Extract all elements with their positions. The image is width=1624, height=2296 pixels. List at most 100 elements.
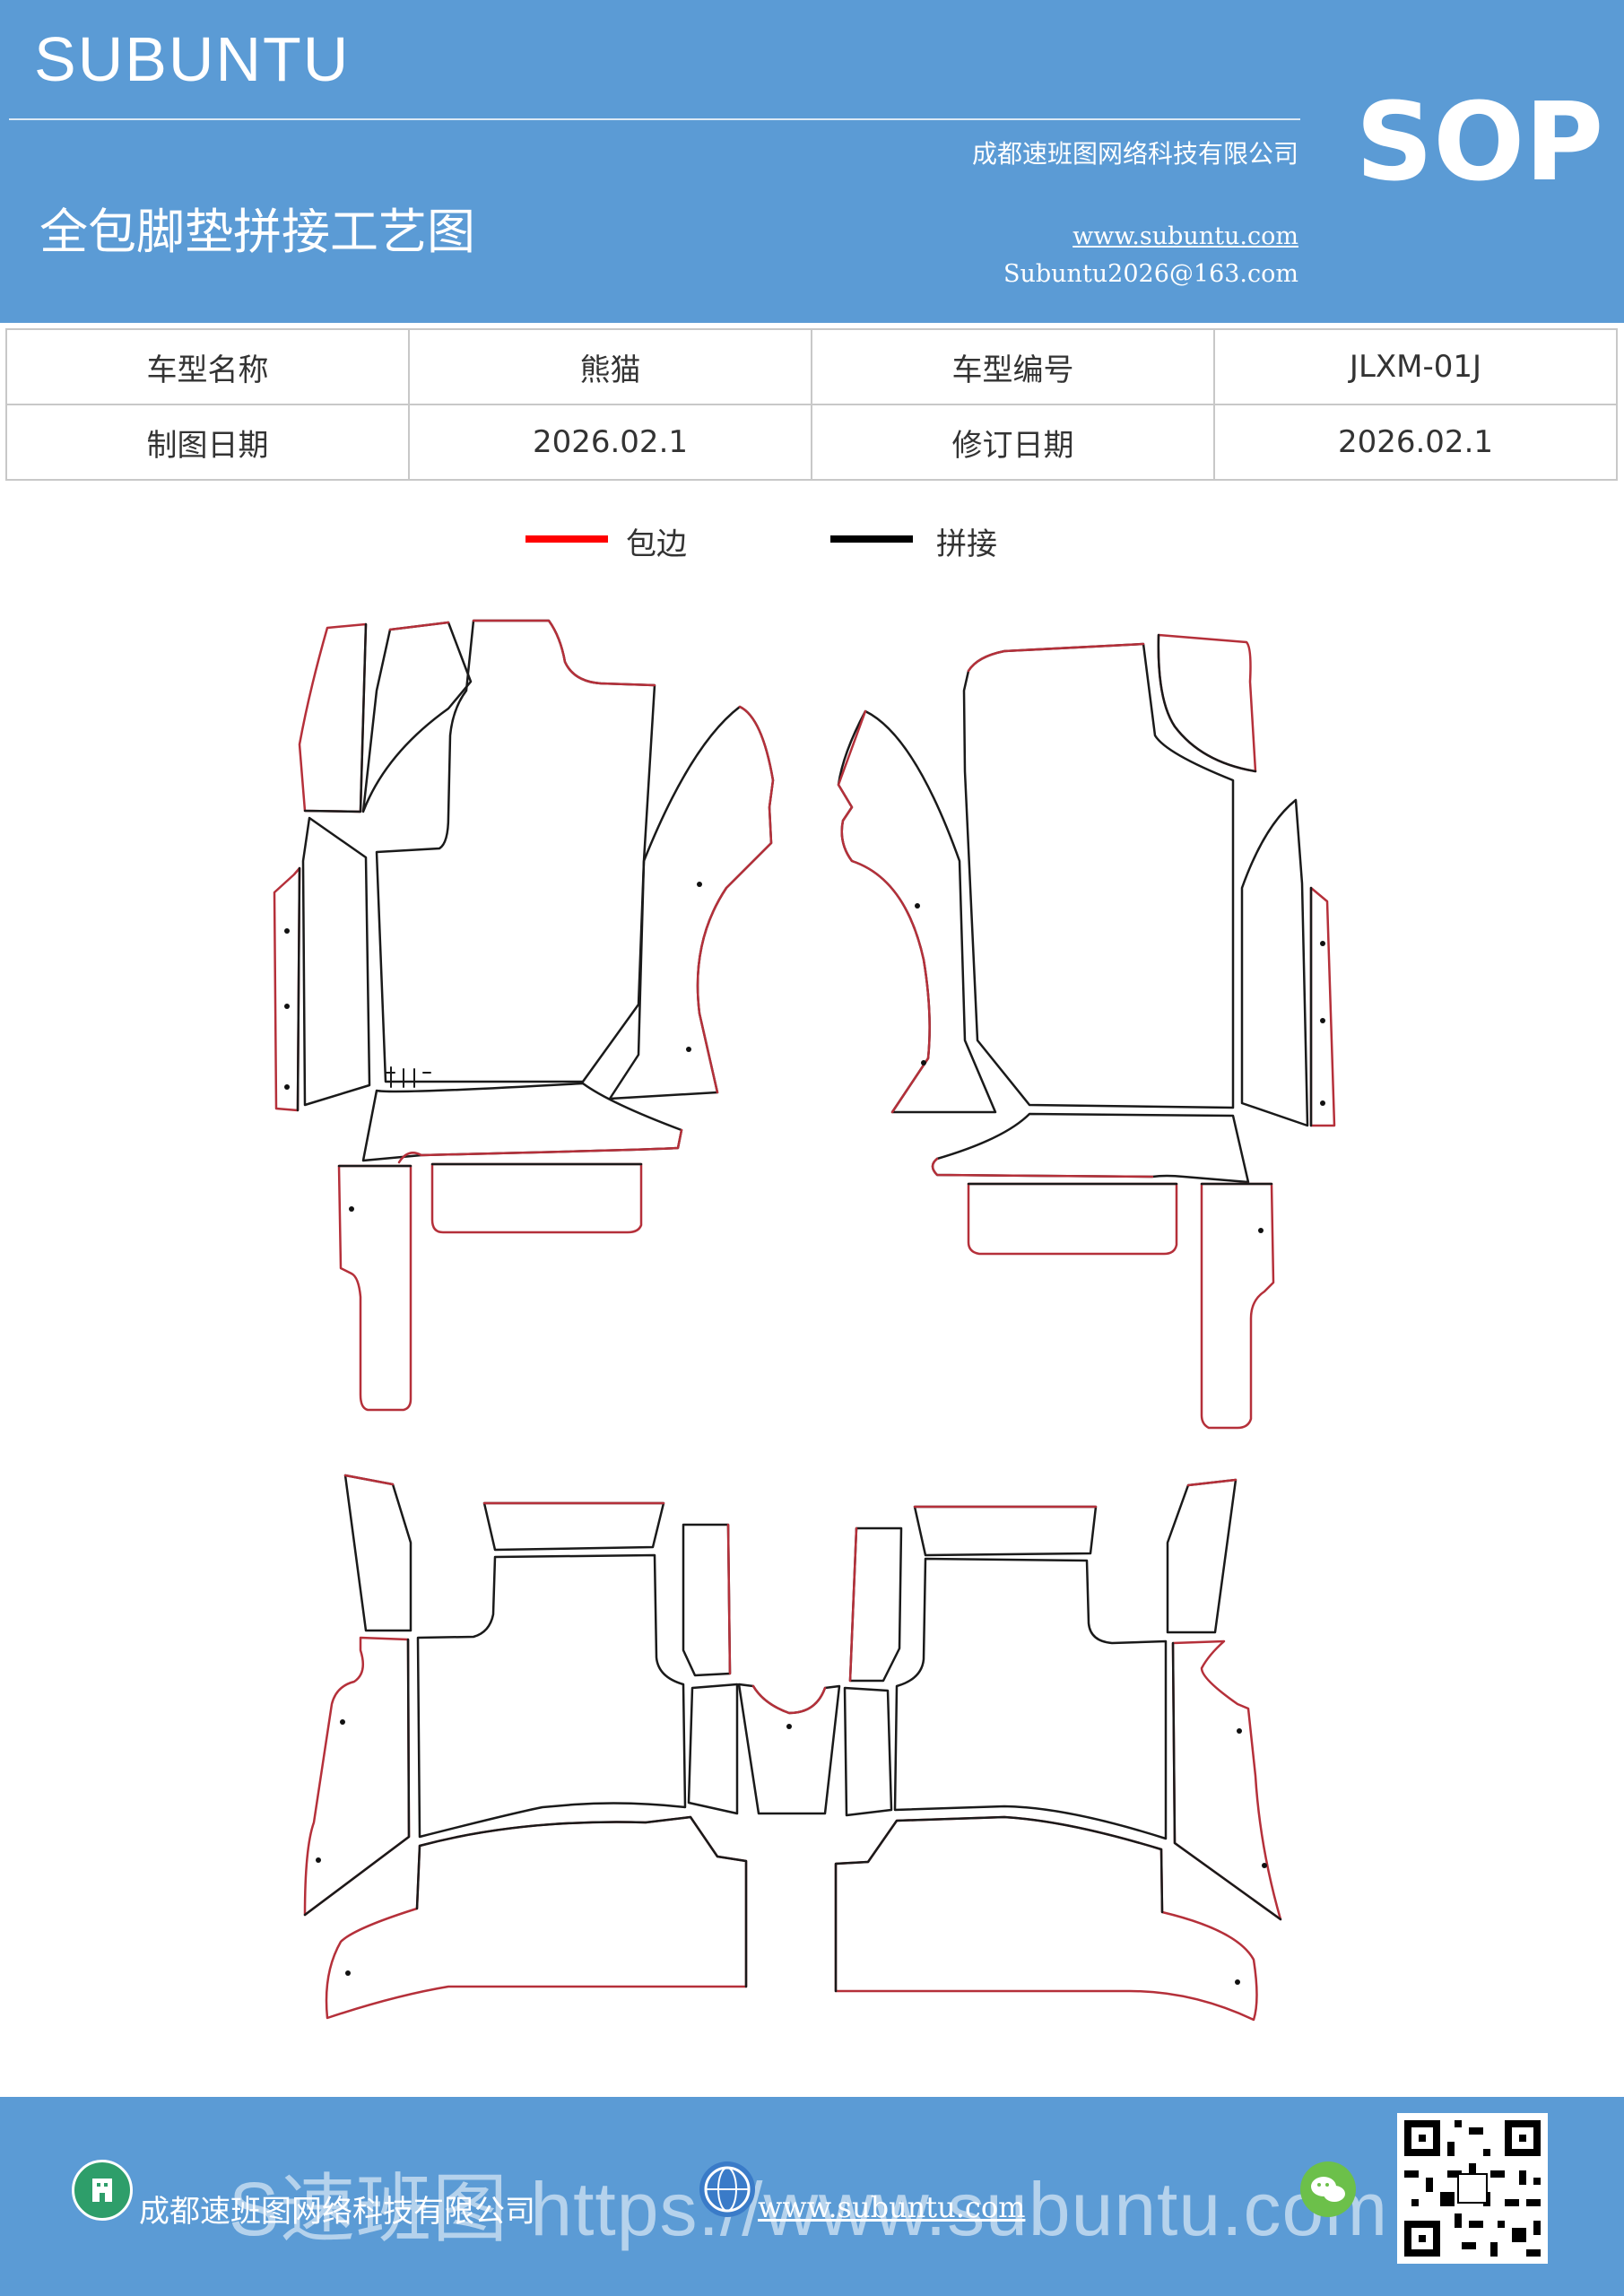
mat-dot	[349, 1206, 354, 1212]
value-model-name: 熊猫	[408, 328, 812, 405]
mat-piece	[848, 1526, 903, 1683]
legend-swatch-seam	[830, 535, 913, 543]
mat-piece	[962, 642, 1235, 1109]
mat-piece	[416, 1553, 687, 1839]
footer-watermark: S速班图 https://www.subuntu.com	[229, 2167, 1389, 2251]
mat-piece	[737, 1683, 841, 1815]
mat-edge	[967, 642, 1145, 673]
mat-edge	[751, 1684, 827, 1715]
mat-piece	[303, 1636, 411, 1917]
mat-dot	[345, 1970, 351, 1976]
rear-left-mats	[303, 1474, 748, 2020]
mat-dot	[1320, 1100, 1325, 1106]
mat-edge	[848, 1526, 858, 1683]
hatch-mark	[385, 1066, 431, 1088]
mat-seam	[303, 1638, 411, 1917]
mat-piece	[430, 1162, 643, 1234]
label-draw-date: 制图日期	[5, 404, 410, 481]
footer-website-link[interactable]: www.subuntu.com	[758, 2190, 1026, 2224]
sop-badge: SOP	[1355, 81, 1604, 205]
mat-piece	[273, 866, 301, 1112]
mat-dot	[915, 903, 920, 909]
mat-piece	[343, 1474, 413, 1632]
mat-piece	[893, 1557, 1168, 1840]
mat-dot	[1262, 1863, 1267, 1868]
document-title: 全包脚垫拼接工艺图	[39, 204, 475, 260]
mat-seam	[834, 1815, 1164, 1993]
legend: 包边 拼接	[0, 525, 1624, 578]
mat-edge	[726, 1523, 732, 1675]
mat-dot	[1237, 1728, 1242, 1734]
vehicle-info-table: 车型名称 熊猫 车型编号 JLXM-01J 制图日期 2026.02.1 修订日…	[5, 328, 1618, 481]
mat-dot	[1258, 1228, 1264, 1233]
label-model-name: 车型名称	[5, 328, 410, 405]
mat-edge	[472, 619, 656, 687]
header-company-name: 成都速班图网络科技有限公司	[971, 139, 1298, 169]
wechat-icon	[1300, 2161, 1356, 2217]
value-model-code: JLXM-01J	[1213, 328, 1618, 405]
mat-piece	[325, 1815, 748, 2020]
footer-banner: S速班图 https://www.subuntu.com 成都速班图网络科技有限…	[0, 2097, 1624, 2296]
mat-dot	[697, 882, 702, 887]
mat-piece	[687, 1683, 739, 1815]
brand-logo-text: SUBUNTU	[34, 24, 351, 94]
mat-dot	[786, 1724, 792, 1729]
mat-piece	[913, 1505, 1098, 1557]
header-email: Subuntu2026@163.com	[1003, 260, 1298, 288]
value-draw-date: 2026.02.1	[408, 404, 812, 481]
mat-dot	[686, 1047, 691, 1052]
mat-seam	[303, 622, 368, 813]
header-banner: SUBUNTU 成都速班图网络科技有限公司 全包脚垫拼接工艺图 www.subu…	[0, 0, 1624, 323]
mat-piece	[361, 621, 473, 813]
mat-piece	[298, 622, 368, 813]
mat-piece	[301, 816, 371, 1107]
mat-piece	[1309, 886, 1336, 1127]
header-website-link[interactable]: www.subuntu.com	[1073, 222, 1298, 250]
footer-company-name: 成都速班图网络科技有限公司	[139, 2194, 535, 2230]
mat-dot	[1320, 1018, 1325, 1023]
value-revise-date: 2026.02.1	[1213, 404, 1618, 481]
mat-edge	[343, 1474, 395, 1486]
mat-dot	[284, 928, 290, 934]
table-row: 车型名称 熊猫 车型编号 JLXM-01J	[5, 328, 1618, 405]
mat-seam	[1157, 633, 1257, 773]
mat-dot	[316, 1857, 321, 1863]
mat-piece	[843, 1686, 893, 1817]
front-left-mats	[273, 619, 775, 1412]
mat-piece	[1200, 1182, 1275, 1430]
mat-edge	[388, 621, 450, 631]
header-divider	[9, 118, 1300, 120]
mat-seam	[296, 866, 301, 1112]
mat-piece	[967, 1182, 1178, 1256]
mat-edge	[1186, 1478, 1238, 1487]
label-revise-date: 修订日期	[811, 404, 1215, 481]
mat-piece	[1240, 798, 1309, 1127]
table-row: 制图日期 2026.02.1 修订日期 2026.02.1	[5, 404, 1618, 481]
mat-seam	[415, 1815, 748, 1988]
mat-piece	[375, 619, 656, 1083]
rear-right-mats	[834, 1478, 1282, 2022]
mat-piece	[1171, 1639, 1282, 1921]
mat-edge	[931, 1157, 1154, 1178]
mat-piece	[682, 1523, 732, 1677]
mat-piece	[931, 1112, 1250, 1184]
qr-code	[1397, 2113, 1548, 2264]
center-tunnel-mat	[737, 1683, 841, 1815]
mat-edge	[696, 705, 775, 1094]
building-icon	[72, 2160, 133, 2221]
label-model-code: 车型编号	[811, 328, 1215, 405]
legend-swatch-edge	[525, 535, 608, 543]
mat-dot	[284, 1004, 290, 1009]
mat-edge	[837, 709, 931, 1114]
mat-piece	[834, 1815, 1258, 2022]
mat-piece	[608, 705, 775, 1100]
floor-mat-diagram	[273, 619, 1336, 2022]
mat-dot	[340, 1719, 345, 1725]
mat-seam	[1171, 1641, 1282, 1921]
legend-label-edge: 包边	[626, 526, 687, 562]
legend-label-seam: 拼接	[936, 526, 997, 562]
front-right-mats	[837, 633, 1336, 1430]
mat-edge	[397, 1128, 683, 1164]
mat-piece	[1166, 1478, 1238, 1634]
mat-piece	[482, 1501, 665, 1552]
